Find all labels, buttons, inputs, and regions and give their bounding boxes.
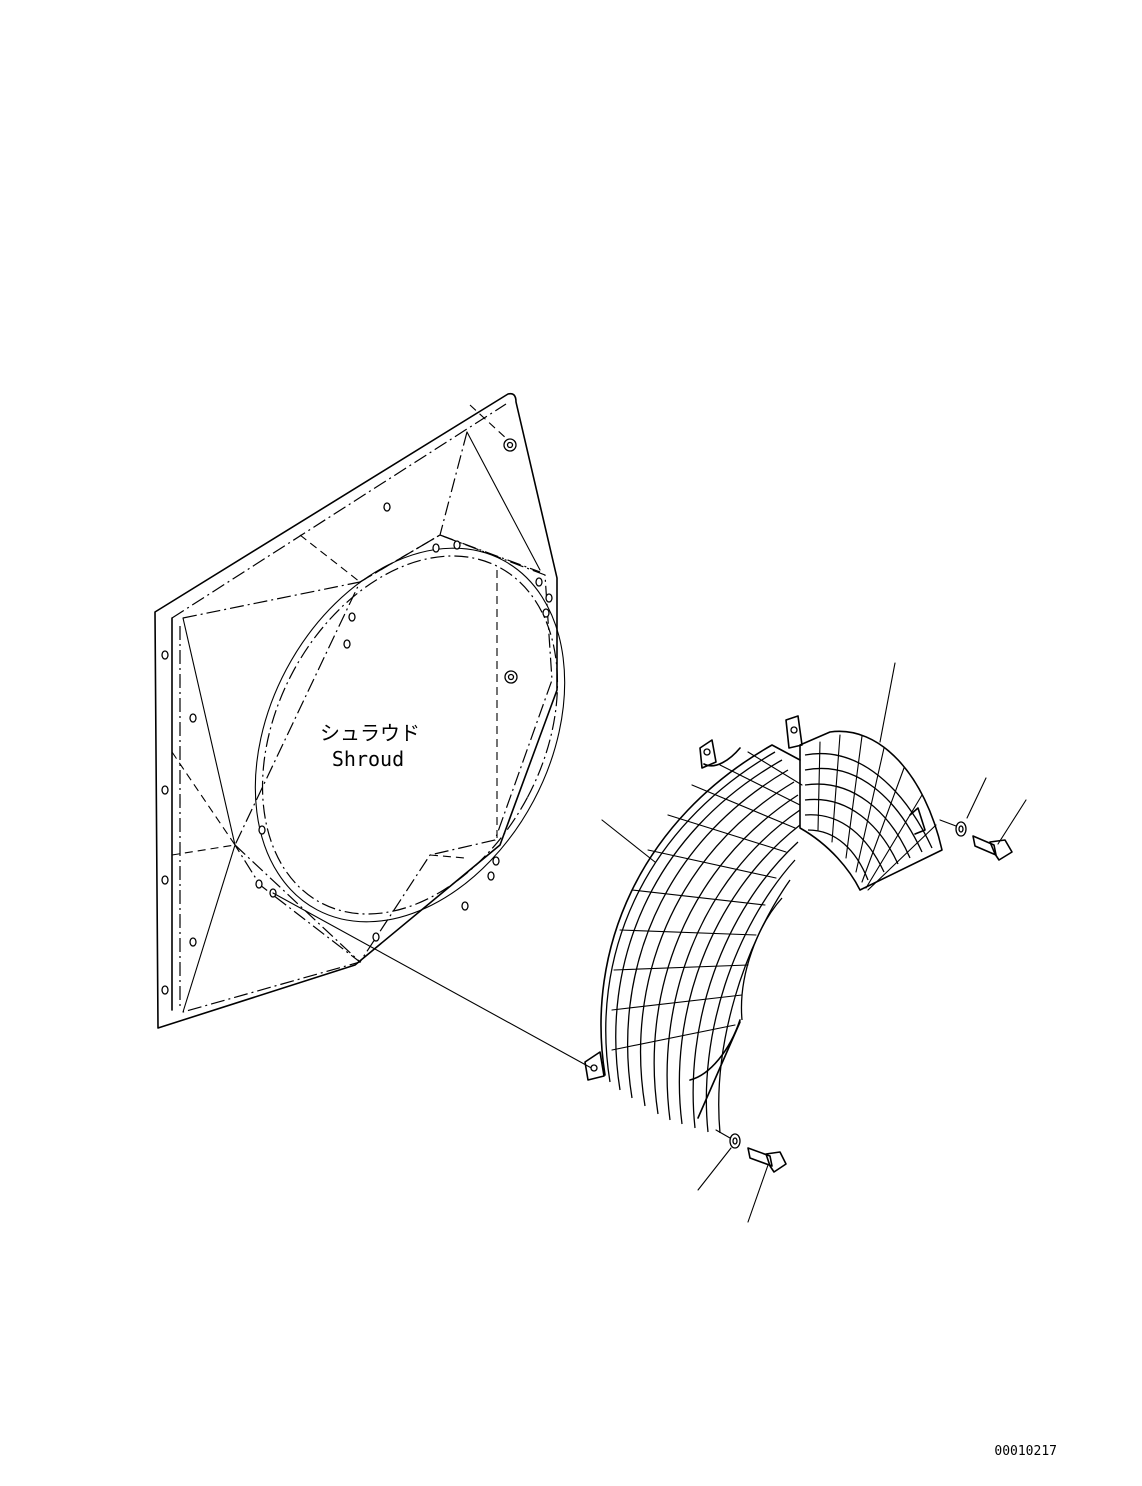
fan-guard-lower	[584, 739, 803, 1134]
shroud-label-en: Shroud	[332, 747, 404, 771]
bolt-icon	[972, 835, 1013, 861]
assembly-line	[272, 892, 596, 1071]
nut-icon	[504, 670, 518, 684]
drawing-code: 00010217	[994, 1444, 1057, 1459]
fan-guard-upper	[785, 715, 943, 891]
shroud-plate	[154, 392, 566, 1029]
washer-icon	[729, 1133, 741, 1149]
washer-icon	[955, 821, 967, 837]
bolt-icon	[747, 1147, 787, 1173]
shroud-label-jp: シュラウド	[320, 721, 420, 745]
leader-lines	[601, 662, 1027, 1223]
nut-icon	[503, 438, 517, 452]
